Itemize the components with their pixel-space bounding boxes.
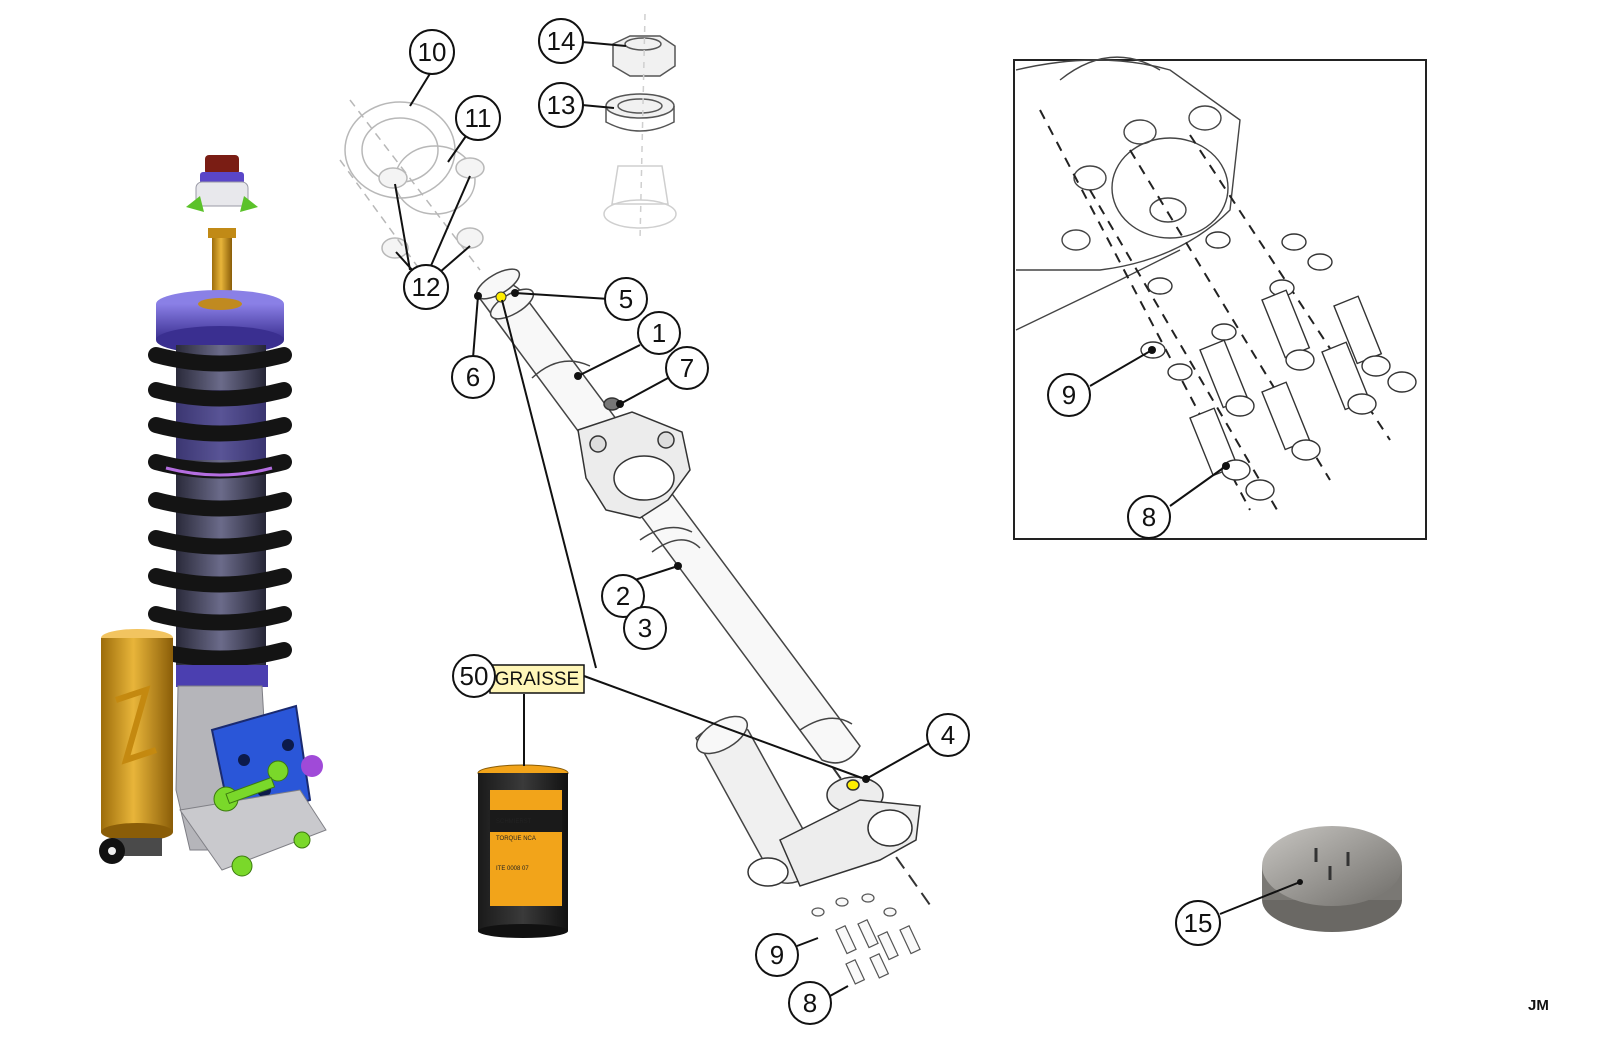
callout-10: 10 (409, 29, 455, 75)
callout-6: 6 (451, 355, 495, 399)
callout-9-inset-label: 9 (1062, 380, 1076, 410)
callout-7-label: 7 (680, 353, 694, 383)
callout-1-label: 1 (652, 318, 666, 348)
callout-15: 15 (1175, 900, 1221, 946)
callout-7: 7 (665, 346, 709, 390)
callout-2-label: 2 (616, 581, 630, 611)
callout-5-label: 5 (619, 284, 633, 314)
callout-3: 3 (623, 606, 667, 650)
callout-10-label: 10 (418, 37, 447, 67)
callout-9-inset: 9 (1047, 373, 1091, 417)
callout-8-inset: 8 (1127, 495, 1171, 539)
callout-12-label: 12 (412, 272, 441, 302)
callout-4-label: 4 (941, 720, 955, 750)
piston-shaft (212, 228, 232, 300)
callout-4: 4 (926, 713, 970, 757)
callout-8-main-label: 8 (803, 988, 817, 1018)
callout-11: 11 (455, 95, 501, 141)
leader-dots (474, 289, 1303, 885)
callout-6-label: 6 (466, 362, 480, 392)
inset-bolts (1189, 289, 1417, 501)
callout-5: 5 (604, 277, 648, 321)
callout-9-main: 9 (755, 933, 799, 977)
bottom-bolts (811, 893, 921, 985)
can-label-2: TORQUE NCA (496, 836, 536, 842)
callout-13: 13 (538, 82, 584, 128)
callout-12: 12 (403, 264, 449, 310)
callout-14: 14 (538, 18, 584, 64)
top-mount-parts (339, 99, 485, 271)
callout-13-label: 13 (547, 90, 576, 120)
grease-can: SCHMIERST TORQUE NCA ITE 0008 07 (477, 764, 569, 938)
callout-9-main-label: 9 (770, 940, 784, 970)
author-initials: JM (1528, 997, 1549, 1014)
callout-11-label: 11 (465, 103, 492, 133)
shock-absorber-assembly (99, 155, 327, 877)
bracket-bolts (213, 760, 311, 877)
top-cap (186, 155, 258, 212)
tool-disc (1262, 826, 1402, 932)
callout-1: 1 (637, 311, 681, 355)
main-tube (475, 268, 861, 764)
lower-mount (747, 776, 921, 887)
callout-3-label: 3 (638, 613, 652, 643)
can-label-3: ITE 0008 07 (496, 866, 529, 872)
callout-50-label: 50 (460, 661, 489, 691)
grease-callout: GRAISSE 50 (452, 654, 585, 698)
reservoir (99, 629, 173, 864)
callout-8-main: 8 (788, 981, 832, 1025)
detail-inset (1013, 56, 1427, 540)
callout-15-label: 15 (1184, 908, 1213, 938)
top-bracket-casting (577, 397, 691, 519)
callout-14-label: 14 (547, 26, 576, 56)
can-label-1: SCHMIERST (496, 819, 532, 825)
grease-label: GRAISSE (495, 669, 579, 690)
coil-spring (148, 347, 292, 667)
callout-2: 2 (601, 574, 645, 618)
callout-8-inset-label: 8 (1142, 502, 1156, 532)
nut-and-washer (603, 13, 677, 241)
